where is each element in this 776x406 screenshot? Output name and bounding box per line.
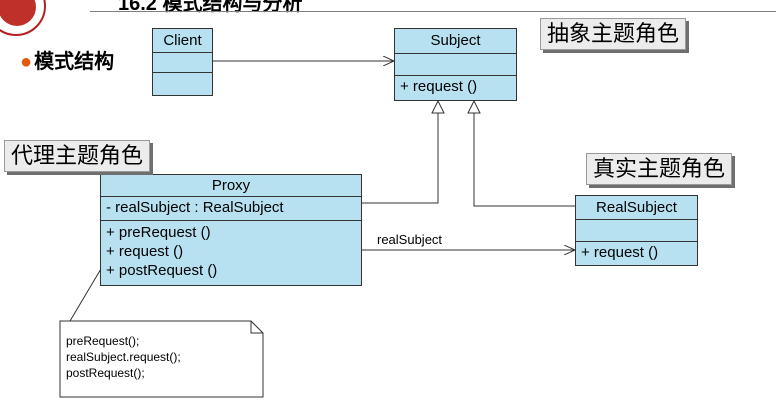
note-line: realSubject.request(); [66,350,181,364]
real-subject-tag: 真实主题角色 [586,153,733,185]
note-shape [59,320,264,398]
proxy-methods: + preRequest () + request () + postReque… [101,221,361,285]
proxy-subject-triangle [431,99,445,114]
title-divider [90,11,776,12]
subject-class: Subject + request () [394,28,517,101]
note-line: preRequest(); [66,334,140,348]
proxy-method: + request () [106,243,184,260]
realsubject-subject-generalization [473,113,575,207]
client-class: Client [152,28,213,96]
client-attributes [153,53,212,73]
bullet-dot-icon: ● [20,51,33,73]
proxy-class-name: Proxy [101,175,361,197]
proxy-subject-tag: 代理主题角色 [4,140,151,172]
association-label: realSubject [377,232,443,247]
realsubject-attributes [576,220,697,242]
note-line: postRequest(); [66,366,145,380]
subject-attributes [395,54,516,76]
bullet-label: 模式结构 [34,51,115,73]
section-bullet: ●模式结构 [20,45,114,74]
realsubject-class-name: RealSubject [576,196,697,220]
university-logo [0,0,46,36]
abstract-subject-tag: 抽象主题角色 [540,18,687,50]
proxy-attribute: - realSubject : RealSubject [101,197,361,221]
realsubject-subject-triangle [467,99,481,114]
proxy-method: + postRequest () [106,262,218,279]
proxy-method: + preRequest () [106,224,211,241]
client-class-name: Client [153,29,212,53]
note-text: preRequest(); realSubject.request(); pos… [66,333,181,381]
subject-method: + request () [400,78,478,95]
realsubject-method: + request () [581,244,659,261]
client-methods [153,73,212,95]
realsubject-class: RealSubject + request () [575,195,698,266]
proxy-subject-generalization [362,113,439,204]
note-fold [250,321,263,334]
proxy-class: Proxy - realSubject : RealSubject + preR… [100,174,362,286]
subject-class-name: Subject [395,29,516,54]
